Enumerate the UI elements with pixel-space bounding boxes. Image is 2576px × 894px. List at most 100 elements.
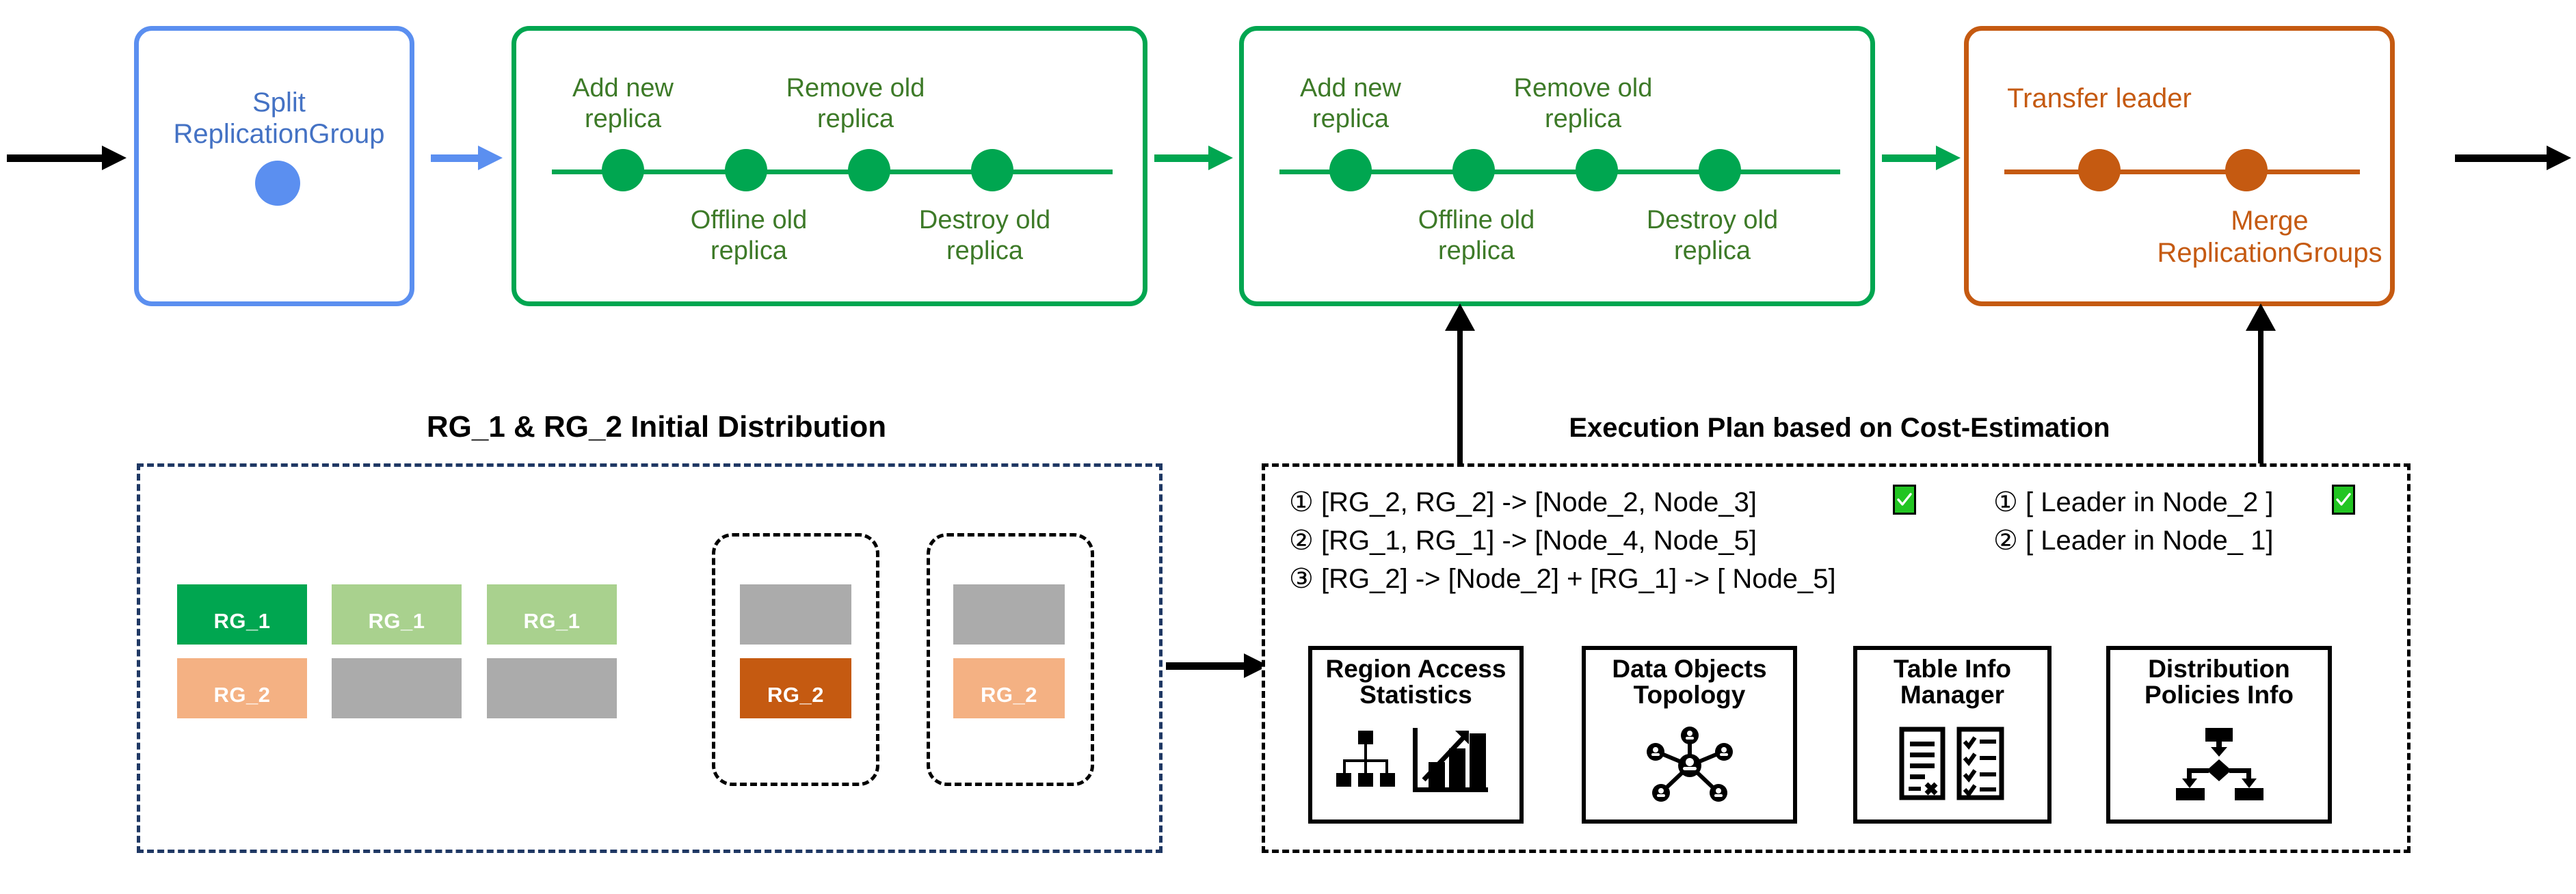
left-panel-title: RG_1 & RG_2 Initial Distribution <box>426 410 887 444</box>
card-region-access-statistics[interactable]: Region Access Statistics <box>1308 646 1524 824</box>
tile-node2-bottom-rg2-light: RG_2 <box>953 658 1065 718</box>
flowchart-icon <box>2110 709 2328 820</box>
arrow-shaft <box>1457 327 1463 488</box>
plan-number: ② <box>1289 526 1314 556</box>
card-title: Region Access Statistics <box>1326 655 1506 709</box>
stage-split-replication-group[interactable]: Split ReplicationGroup <box>134 26 414 306</box>
rebalance-2-timeline <box>1279 170 1840 174</box>
tile-label: RG_2 <box>767 683 824 707</box>
label-line-2: replica <box>1545 104 1621 133</box>
rebalance-1-dot-2 <box>725 149 767 191</box>
label-line-1: Merge <box>2231 206 2309 236</box>
check-glyph <box>1897 493 1912 506</box>
arrow-head <box>1208 146 1233 170</box>
icon-svg <box>1336 727 1488 792</box>
rebalance-2-to-merge-arrow <box>1882 146 1961 170</box>
arrow-shaft <box>1882 154 1937 162</box>
plan-left-line-2: ② [RG_1, RG_1] -> [Node_4, Node_5] <box>1289 525 1757 556</box>
plan-text: [RG_1, RG_1] -> [Node_4, Node_5] <box>1320 526 1757 556</box>
label-line-1: Remove old <box>786 74 925 103</box>
rebalance-1-dot-1 <box>602 149 644 191</box>
merge-dot-2 <box>2225 149 2268 191</box>
label-line-2: replica <box>817 104 894 133</box>
plan-to-merge-arrow <box>2246 303 2276 488</box>
card-table-info-manager[interactable]: Table Info Manager <box>1853 646 2051 824</box>
plan-text: [RG_2, RG_2] -> [Node_2, Node_3] <box>1320 487 1757 517</box>
plan-text: [RG_2] -> [Node_2] + [RG_1] -> [ Node_5] <box>1320 564 1836 594</box>
label-line-2: replica <box>585 104 661 133</box>
merge-merge-rg-label: Merge ReplicationGroups <box>2140 205 2400 269</box>
tile-empty-a <box>332 658 462 718</box>
rebalance-1-dot-3 <box>848 149 890 191</box>
label-line-1: Destroy old <box>918 206 1051 234</box>
tile-empty-b <box>487 658 617 718</box>
tile-label: RG_2 <box>213 683 271 707</box>
stage-merge-replication-groups[interactable]: Transfer leader Merge ReplicationGroups <box>1964 26 2395 306</box>
tile-node1-bottom-rg2-dark: RG_2 <box>740 658 851 718</box>
rebalance-2-destroy-old-replica-label: Destroy old replica <box>1617 205 1808 267</box>
arrow-shaft <box>1166 662 1245 670</box>
tile-rg1-light-b: RG_1 <box>487 584 617 645</box>
tile-rg1-light-a: RG_1 <box>332 584 462 645</box>
arrow-shaft <box>7 154 103 162</box>
label-line-2: replica <box>711 236 787 265</box>
rebalance-2-dot-4 <box>1699 149 1741 191</box>
stage-rebalance-2[interactable]: Add new replica Remove old replica Offli… <box>1239 26 1875 306</box>
tile-label: RG_2 <box>981 683 1037 707</box>
inbound-arrow <box>7 146 127 170</box>
card-title-line2: Topology <box>1633 681 1746 709</box>
merge-transfer-leader-label: Transfer leader <box>2007 83 2192 113</box>
tile-label: RG_1 <box>523 609 581 633</box>
stage-split-label-line2: ReplicationGroup <box>173 119 385 149</box>
tile-rg2-light-a: RG_2 <box>177 658 307 718</box>
arrow-head <box>102 146 127 170</box>
label-line-1: Offline old <box>690 206 808 234</box>
rebalance-2-remove-old-replica-label: Remove old replica <box>1480 73 1686 135</box>
label-line-2: replica <box>1674 236 1751 265</box>
arrow-head <box>478 146 503 170</box>
label-line-2: ReplicationGroups <box>2157 238 2382 269</box>
tile-node2-top-empty <box>953 584 1065 645</box>
arrow-shaft <box>1154 154 1210 162</box>
split-node-dot <box>255 161 300 206</box>
arrow-shaft <box>2455 154 2548 162</box>
plan-left-1-check-icon <box>1893 485 1916 515</box>
right-panel-title: Execution Plan based on Cost-Estimation <box>1569 413 2110 443</box>
arrow-head <box>2246 303 2276 331</box>
arrow-shaft <box>431 154 479 162</box>
plan-right-line-1: ① [ Leader in Node_2 ] <box>1993 487 2273 518</box>
rebalance-1-add-new-replica-label: Add new replica <box>534 73 712 135</box>
card-title-line1: Distribution <box>2148 655 2290 683</box>
tile-label: RG_1 <box>213 609 271 633</box>
stage-rebalance-1[interactable]: Add new replica Remove old replica Offli… <box>512 26 1147 306</box>
label-line-2: replica <box>1312 104 1389 133</box>
card-title-line1: Data Objects <box>1612 655 1767 683</box>
split-to-rebalance-arrow <box>431 146 503 170</box>
tile-label: RG_1 <box>368 609 425 633</box>
plan-right-1-check-icon <box>2332 485 2355 515</box>
plan-number: ③ <box>1289 564 1314 594</box>
stage-split-label-line1: Split <box>252 87 306 118</box>
plan-left-line-3: ③ [RG_2] -> [Node_2] + [RG_1] -> [ Node_… <box>1289 563 1836 595</box>
check-glyph <box>2336 493 2351 506</box>
distribution-to-plan-arrow <box>1166 653 1269 678</box>
plan-text: [ Leader in Node_2 ] <box>2025 487 2274 517</box>
merge-timeline <box>2004 170 2360 174</box>
card-distribution-policies-info[interactable]: Distribution Policies Info <box>2106 646 2332 824</box>
label-line-1: Remove old <box>1513 74 1653 103</box>
card-title-line1: Table Info <box>1894 655 2011 683</box>
rebalance-2-add-new-replica-label: Add new replica <box>1262 73 1439 135</box>
network-topology-icon <box>1586 709 1793 820</box>
label-line-1: Add new <box>572 74 674 103</box>
plan-number: ① <box>1289 487 1314 517</box>
plan-right-line-2: ② [ Leader in Node_ 1] <box>1993 525 2273 556</box>
arrow-head <box>1445 303 1475 331</box>
arrow-head <box>1936 146 1961 170</box>
arrow-shaft <box>2258 327 2263 488</box>
tile-node1-top-empty <box>740 584 851 645</box>
card-title: Distribution Policies Info <box>2145 655 2294 709</box>
tile-rg1-dark: RG_1 <box>177 584 307 645</box>
plan-to-rebalance-2-arrow <box>1445 303 1475 488</box>
card-data-objects-topology[interactable]: Data Objects Topology <box>1582 646 1797 824</box>
rebalance-2-dot-3 <box>1576 149 1618 191</box>
